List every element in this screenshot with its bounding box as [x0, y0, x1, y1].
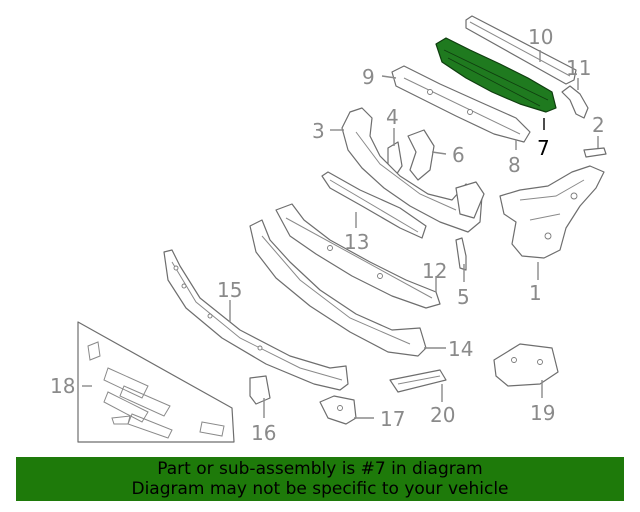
banner-line-1: Part or sub-assembly is #7 in diagram: [157, 459, 483, 479]
callout-16: 16: [251, 421, 276, 445]
part-7-absorber[interactable]: [435, 37, 557, 113]
part-17-bracket[interactable]: [319, 395, 357, 425]
parts-diagram: 10 11 9 2 7 8 3 4 6 13 12 5 1 14 15 18 1…: [50, 15, 607, 445]
callout-14: 14: [448, 337, 473, 361]
callout-9: 9: [362, 65, 375, 89]
part-1-side-bracket[interactable]: [499, 165, 605, 259]
part-18-panel[interactable]: [77, 321, 235, 443]
part-11-bracket[interactable]: [561, 85, 589, 119]
part-9-reinforcement[interactable]: [391, 65, 531, 143]
part-19-mount[interactable]: [493, 343, 559, 387]
callout-10: 10: [528, 25, 553, 49]
part-13-strip[interactable]: [321, 171, 427, 239]
callout-17: 17: [380, 407, 405, 431]
callout-4: 4: [386, 105, 399, 129]
callout-18: 18: [50, 374, 75, 398]
callout-19: 19: [530, 401, 555, 425]
part-10-strip[interactable]: [465, 15, 577, 85]
part-15-bumper-beam[interactable]: [163, 249, 349, 391]
callout-3: 3: [312, 119, 325, 143]
callout-8: 8: [508, 153, 521, 177]
part-16-bracket[interactable]: [249, 375, 271, 405]
callout-20: 20: [430, 403, 455, 427]
part-3-support-frame[interactable]: [341, 107, 485, 233]
part-6-bracket[interactable]: [407, 129, 435, 181]
part-20-bracket[interactable]: [389, 369, 447, 393]
callout-6: 6: [452, 143, 465, 167]
banner-line-2: Diagram may not be specific to your vehi…: [131, 479, 509, 499]
part-5-bracket[interactable]: [455, 237, 467, 271]
part-12-reinforcement[interactable]: [275, 203, 441, 309]
callout-11: 11: [566, 56, 591, 80]
part-2-clip[interactable]: [583, 147, 607, 158]
callout-2: 2: [592, 113, 605, 137]
callout-5: 5: [457, 285, 470, 309]
callout-15: 15: [217, 278, 242, 302]
callout-7: 7: [537, 136, 550, 160]
leader-lines: [82, 50, 599, 419]
callout-1: 1: [529, 281, 542, 305]
part-14-absorber[interactable]: [249, 219, 427, 357]
info-banner: Part or sub-assembly is #7 in diagram Di…: [16, 457, 624, 501]
callout-labels: 10 11 9 2 7 8 3 4 6 13 12 5 1 14 15 18 1…: [50, 25, 605, 445]
callout-13: 13: [344, 230, 369, 254]
callout-12: 12: [422, 259, 447, 283]
